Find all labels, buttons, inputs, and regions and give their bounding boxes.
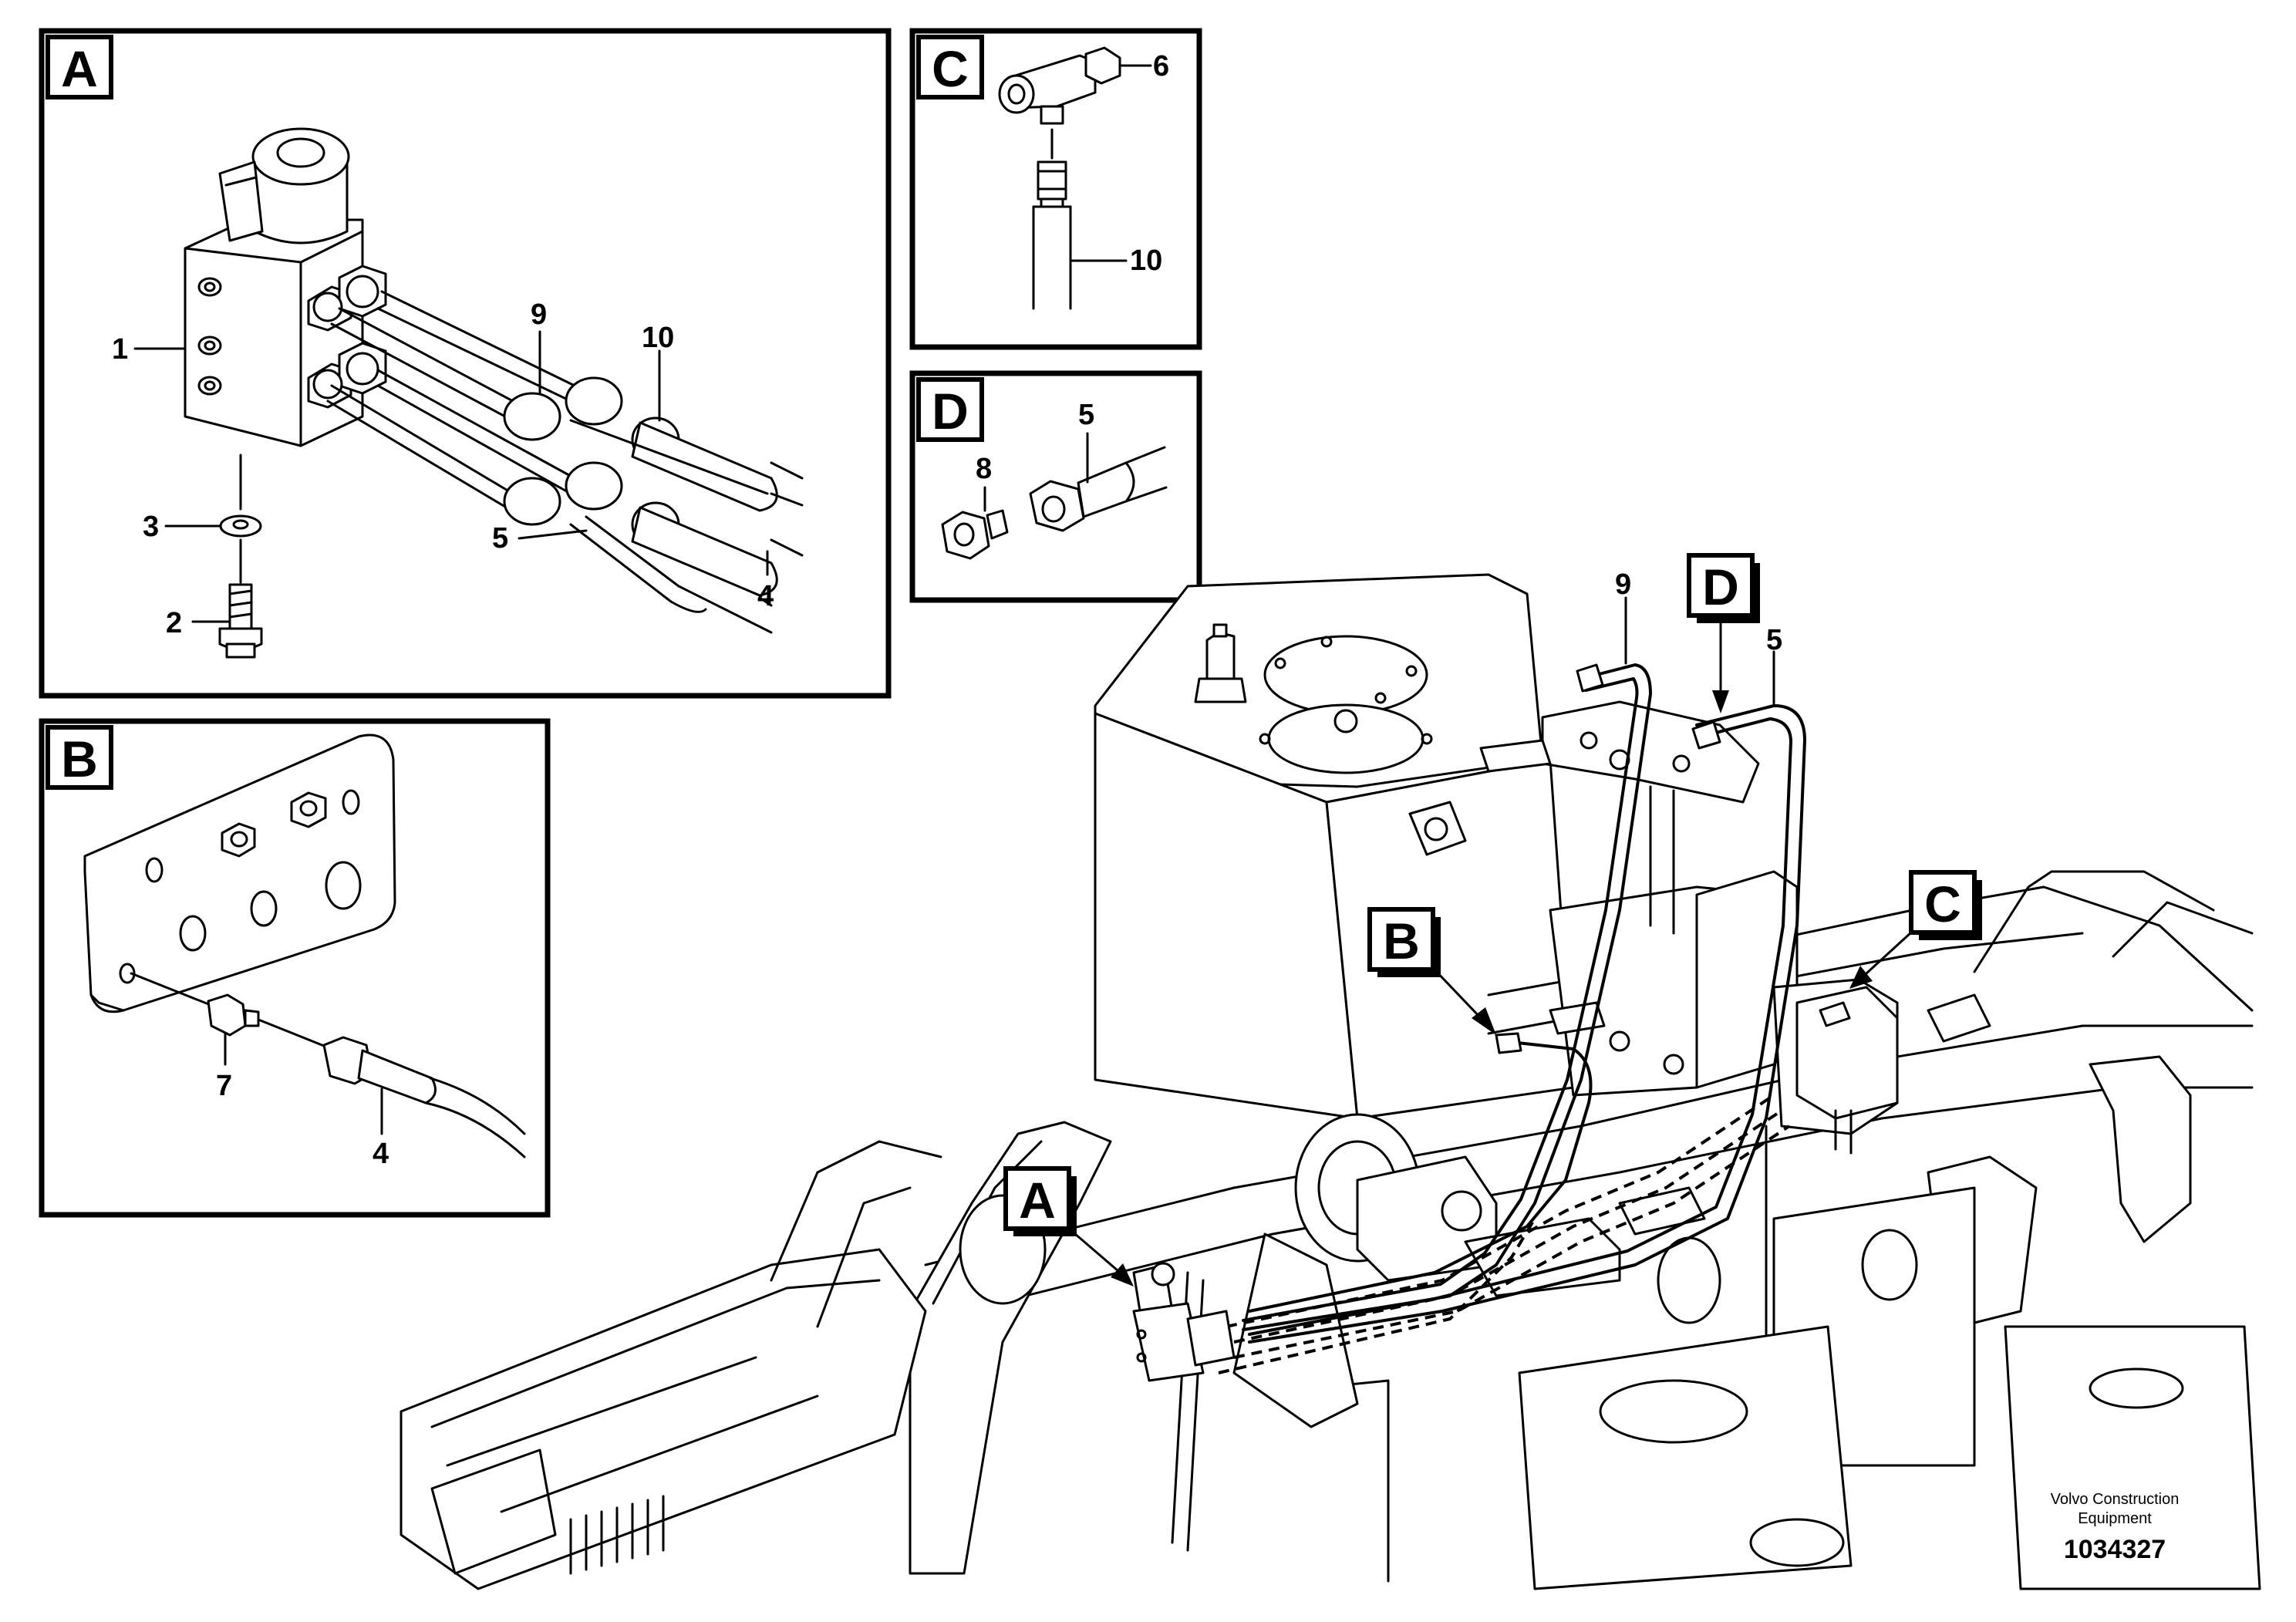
adapter-fitting-d <box>941 509 1009 560</box>
part-number-3: 3 <box>143 511 159 543</box>
hose-lines-detail-a <box>326 290 804 634</box>
callout-b-main: B <box>1367 907 1496 1035</box>
solenoid-valve-installed <box>1132 1262 1236 1382</box>
detail-c-label: C <box>932 40 969 97</box>
hose-detail-d <box>1029 446 1168 532</box>
leaders-detail-c <box>1070 64 1152 262</box>
hose-detail-c <box>1032 160 1072 310</box>
callout-a-main-label: A <box>1019 1172 1056 1229</box>
hose-4-main <box>1248 1032 1593 1313</box>
callout-c-main: C <box>1849 870 1982 989</box>
detail-a-label: A <box>61 40 98 97</box>
hose-9-main <box>1242 663 1652 1336</box>
part-number-5-main: 5 <box>1766 624 1782 656</box>
detail-c-panel: C 6 10 <box>909 28 1202 350</box>
callout-a-main: A <box>1003 1166 1134 1286</box>
detail-d-panel: D 8 5 <box>909 370 1202 603</box>
dashed-hose-runs <box>1218 1094 1791 1374</box>
part-number-4-detail-a: 4 <box>757 580 774 612</box>
part-number-9-detail-a: 9 <box>531 298 547 331</box>
hose-detail-b <box>130 972 526 1158</box>
detail-b-label: B <box>61 730 98 787</box>
part-number-8: 8 <box>976 453 992 485</box>
part-number-10-detail-a: 10 <box>642 322 674 354</box>
bolt-and-washer <box>218 454 263 659</box>
tee-fitting <box>998 46 1121 125</box>
callout-d-main-label: D <box>1702 558 1739 615</box>
leaders-detail-b <box>224 1032 383 1135</box>
part-number-6: 6 <box>1153 50 1169 83</box>
footer: Volvo Construction Equipment 1034327 <box>2051 1491 2180 1564</box>
control-valve-cluster <box>1356 870 1899 1297</box>
machine-overview: 9 5 <box>400 568 2261 1590</box>
valve-installed-c <box>1795 986 1899 1155</box>
center-frame <box>1310 1325 1853 1590</box>
leaders-detail-a <box>133 330 769 623</box>
part-number-5-detail-d: 5 <box>1078 399 1094 431</box>
boom-foot-frame <box>400 1113 1421 1590</box>
document-number: 1034327 <box>2064 1535 2166 1564</box>
part-number-9-main: 9 <box>1615 568 1631 601</box>
callout-d-main: D <box>1687 553 1760 713</box>
solenoid-valve-block <box>184 127 387 447</box>
hose-5-main <box>1242 704 1806 1344</box>
detail-b-panel: B <box>39 718 551 1218</box>
part-number-5-detail-a: 5 <box>492 522 508 555</box>
part-number-7: 7 <box>216 1070 232 1102</box>
callout-c-main-label: C <box>1924 875 1961 932</box>
callout-b-main-label: B <box>1383 912 1420 969</box>
leaders-detail-d <box>983 432 1089 512</box>
mounting-plate <box>83 733 396 1013</box>
part-number-4-detail-b: 4 <box>373 1138 389 1170</box>
detail-d-label: D <box>932 383 969 440</box>
detail-a-panel: A <box>39 28 892 699</box>
part-number-2: 2 <box>166 607 182 639</box>
brand-line-2: Equipment <box>2078 1510 2152 1527</box>
part-number-1: 1 <box>112 333 128 366</box>
part-number-10-detail-c: 10 <box>1130 244 1162 277</box>
brand-line-1: Volvo Construction <box>2051 1491 2180 1508</box>
